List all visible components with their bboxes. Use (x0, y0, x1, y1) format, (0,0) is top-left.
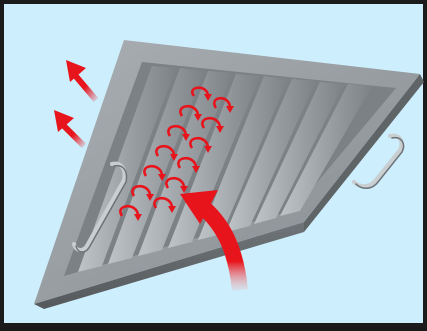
baffle-filter-illustration (4, 4, 427, 331)
airflow-exhaust-arrows (54, 60, 96, 146)
